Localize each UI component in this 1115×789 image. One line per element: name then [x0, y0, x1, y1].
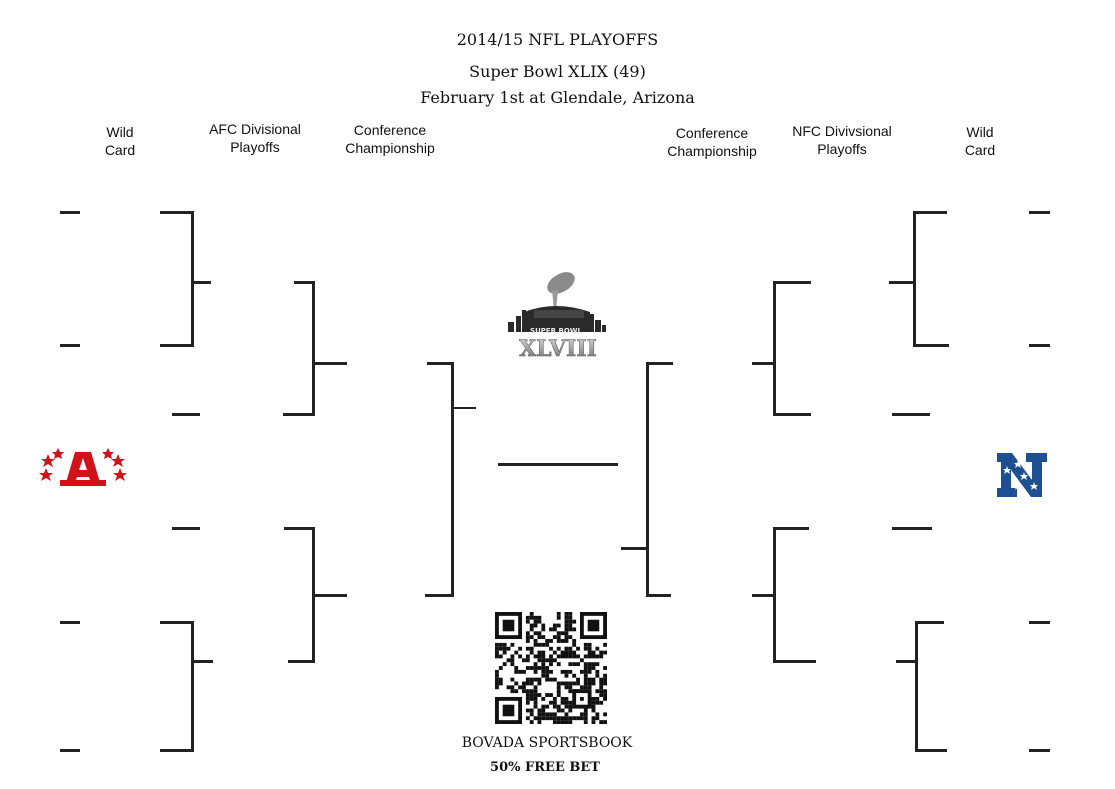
nfc-conf-bracket [648, 594, 671, 597]
afc-div-bracket-bottom [312, 527, 315, 663]
nfc-div-bracket-top [775, 413, 811, 416]
header-nfc-wild-card: Wild Card [964, 124, 996, 158]
afc-div-bracket-bottom [288, 660, 314, 663]
page-subtitle: Super Bowl XLIX (49) [469, 62, 646, 81]
afc-wc-slot-3[interactable] [60, 621, 80, 624]
nfc-wc-slot-1[interactable] [1029, 211, 1050, 214]
afc-wc-bracket-bottom [160, 749, 193, 752]
afc-wc-bracket-top [160, 211, 193, 214]
afc-wc-bracket-bottom [191, 621, 194, 752]
header-nfc-conference: Conference Championship [667, 125, 757, 159]
nfc-conf-bracket [646, 362, 649, 597]
sponsor-name: BOVADA SPORTSBOOK [461, 735, 633, 751]
nfc-wc-bracket-top [914, 344, 949, 347]
afc-conf-bracket [425, 594, 453, 597]
afc-div-bracket-bottom [284, 527, 314, 530]
nfc-champion-slot[interactable] [621, 547, 647, 550]
nfc-bye-slot-1[interactable] [892, 413, 930, 416]
afc-div-bracket-top [294, 281, 314, 284]
super-bowl-logo: SUPER BOWL XLVIII [508, 272, 606, 358]
afc-wc-bracket-bottom [160, 621, 193, 624]
afc-div-bracket-top [312, 281, 315, 416]
nfc-div-bracket-bottom [775, 527, 809, 530]
nfc-wc-bracket-top [913, 211, 916, 347]
afc-wc-bracket-top [191, 211, 194, 347]
afc-div-winner-bottom[interactable] [314, 594, 347, 597]
afc-conf-bracket [427, 362, 453, 365]
header-nfc-divisional: NFC Divivsional Playoffs [792, 123, 892, 157]
afc-div-winner-top[interactable] [314, 362, 347, 365]
nfc-div-bracket-bottom [773, 527, 776, 663]
sponsor-offer: 50% FREE BET [490, 760, 600, 775]
qr-code-icon[interactable] [495, 612, 607, 724]
nfc-wc-bracket-bottom [917, 621, 944, 624]
nfc-div-winner-top[interactable] [752, 362, 774, 365]
nfc-div-winner-bottom[interactable] [752, 594, 774, 597]
nfc-wc-slot-2[interactable] [1029, 344, 1050, 347]
nfc-div-bracket-top [773, 281, 776, 416]
afc-wc-slot-4[interactable] [60, 749, 80, 752]
nfc-wc-bracket-bottom [917, 749, 947, 752]
afc-bye-slot-1[interactable] [172, 413, 200, 416]
nfc-wc-bracket-top [914, 211, 947, 214]
super-bowl-champion-slot[interactable] [498, 463, 618, 466]
nfc-conf-bracket [648, 362, 673, 365]
page-title: 2014/15 NFL PLAYOFFS [456, 30, 659, 49]
afc-wc-slot-2[interactable] [60, 344, 80, 347]
afc-logo: A [39, 448, 127, 486]
afc-champion-slot[interactable] [453, 407, 476, 409]
nfc-div-bracket-bottom [775, 660, 816, 663]
afc-conf-bracket [451, 362, 454, 597]
trophy-icon [547, 272, 575, 310]
super-bowl-numeral: XLVIII [519, 336, 597, 358]
header-afc-wild-card: Wild Card [104, 124, 136, 158]
nfc-wc-winner-bottom[interactable] [896, 660, 916, 663]
afc-wc-bracket-top [160, 344, 193, 347]
super-bowl-text: SUPER BOWL [530, 327, 582, 335]
afc-div-bracket-top [283, 413, 314, 416]
nfc-wc-slot-4[interactable] [1029, 749, 1050, 752]
event-date-location: February 1st at Glendale, Arizona [420, 88, 695, 107]
afc-wc-winner-bottom[interactable] [193, 660, 213, 663]
afc-wc-slot-1[interactable] [60, 211, 80, 214]
afc-bye-slot-2[interactable] [172, 527, 200, 530]
nfc-bye-slot-2[interactable] [892, 527, 932, 530]
nfc-wc-slot-3[interactable] [1029, 621, 1050, 624]
nfc-wc-winner-top[interactable] [889, 281, 915, 284]
nfc-div-bracket-top [775, 281, 811, 284]
nfc-wc-bracket-bottom [915, 621, 918, 752]
nfc-logo [997, 453, 1047, 497]
header-afc-divisional: AFC Divisional Playoffs [209, 121, 301, 155]
header-afc-conference: Conference Championship [345, 122, 435, 156]
afc-wc-winner-top[interactable] [193, 281, 211, 284]
